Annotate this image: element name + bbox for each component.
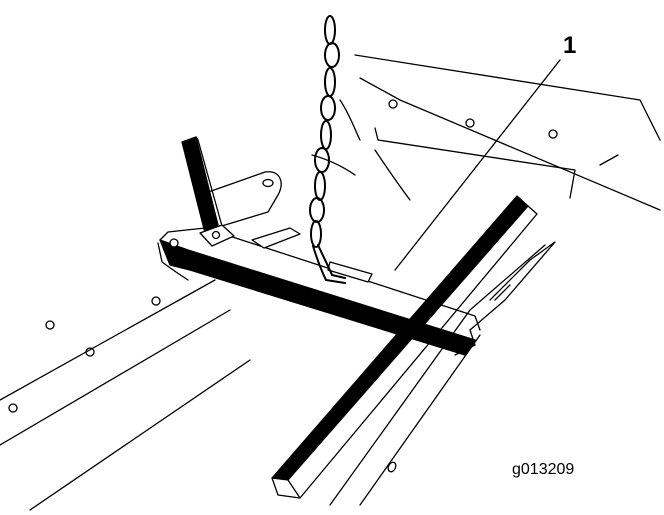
carrier-frame <box>311 99 411 201</box>
deck-rail-near <box>0 279 251 511</box>
deck-plate-far <box>354 54 661 211</box>
lifting-chain <box>309 15 346 284</box>
straight-edge-bar <box>271 195 538 499</box>
callout-number-1: 1 <box>563 32 577 59</box>
leveling-gauge-arm <box>157 136 481 356</box>
figure-id: g013209 <box>512 461 575 478</box>
callout-leader-1 <box>394 59 561 271</box>
arm-slots <box>251 227 373 283</box>
deck-rail-center <box>329 244 546 506</box>
